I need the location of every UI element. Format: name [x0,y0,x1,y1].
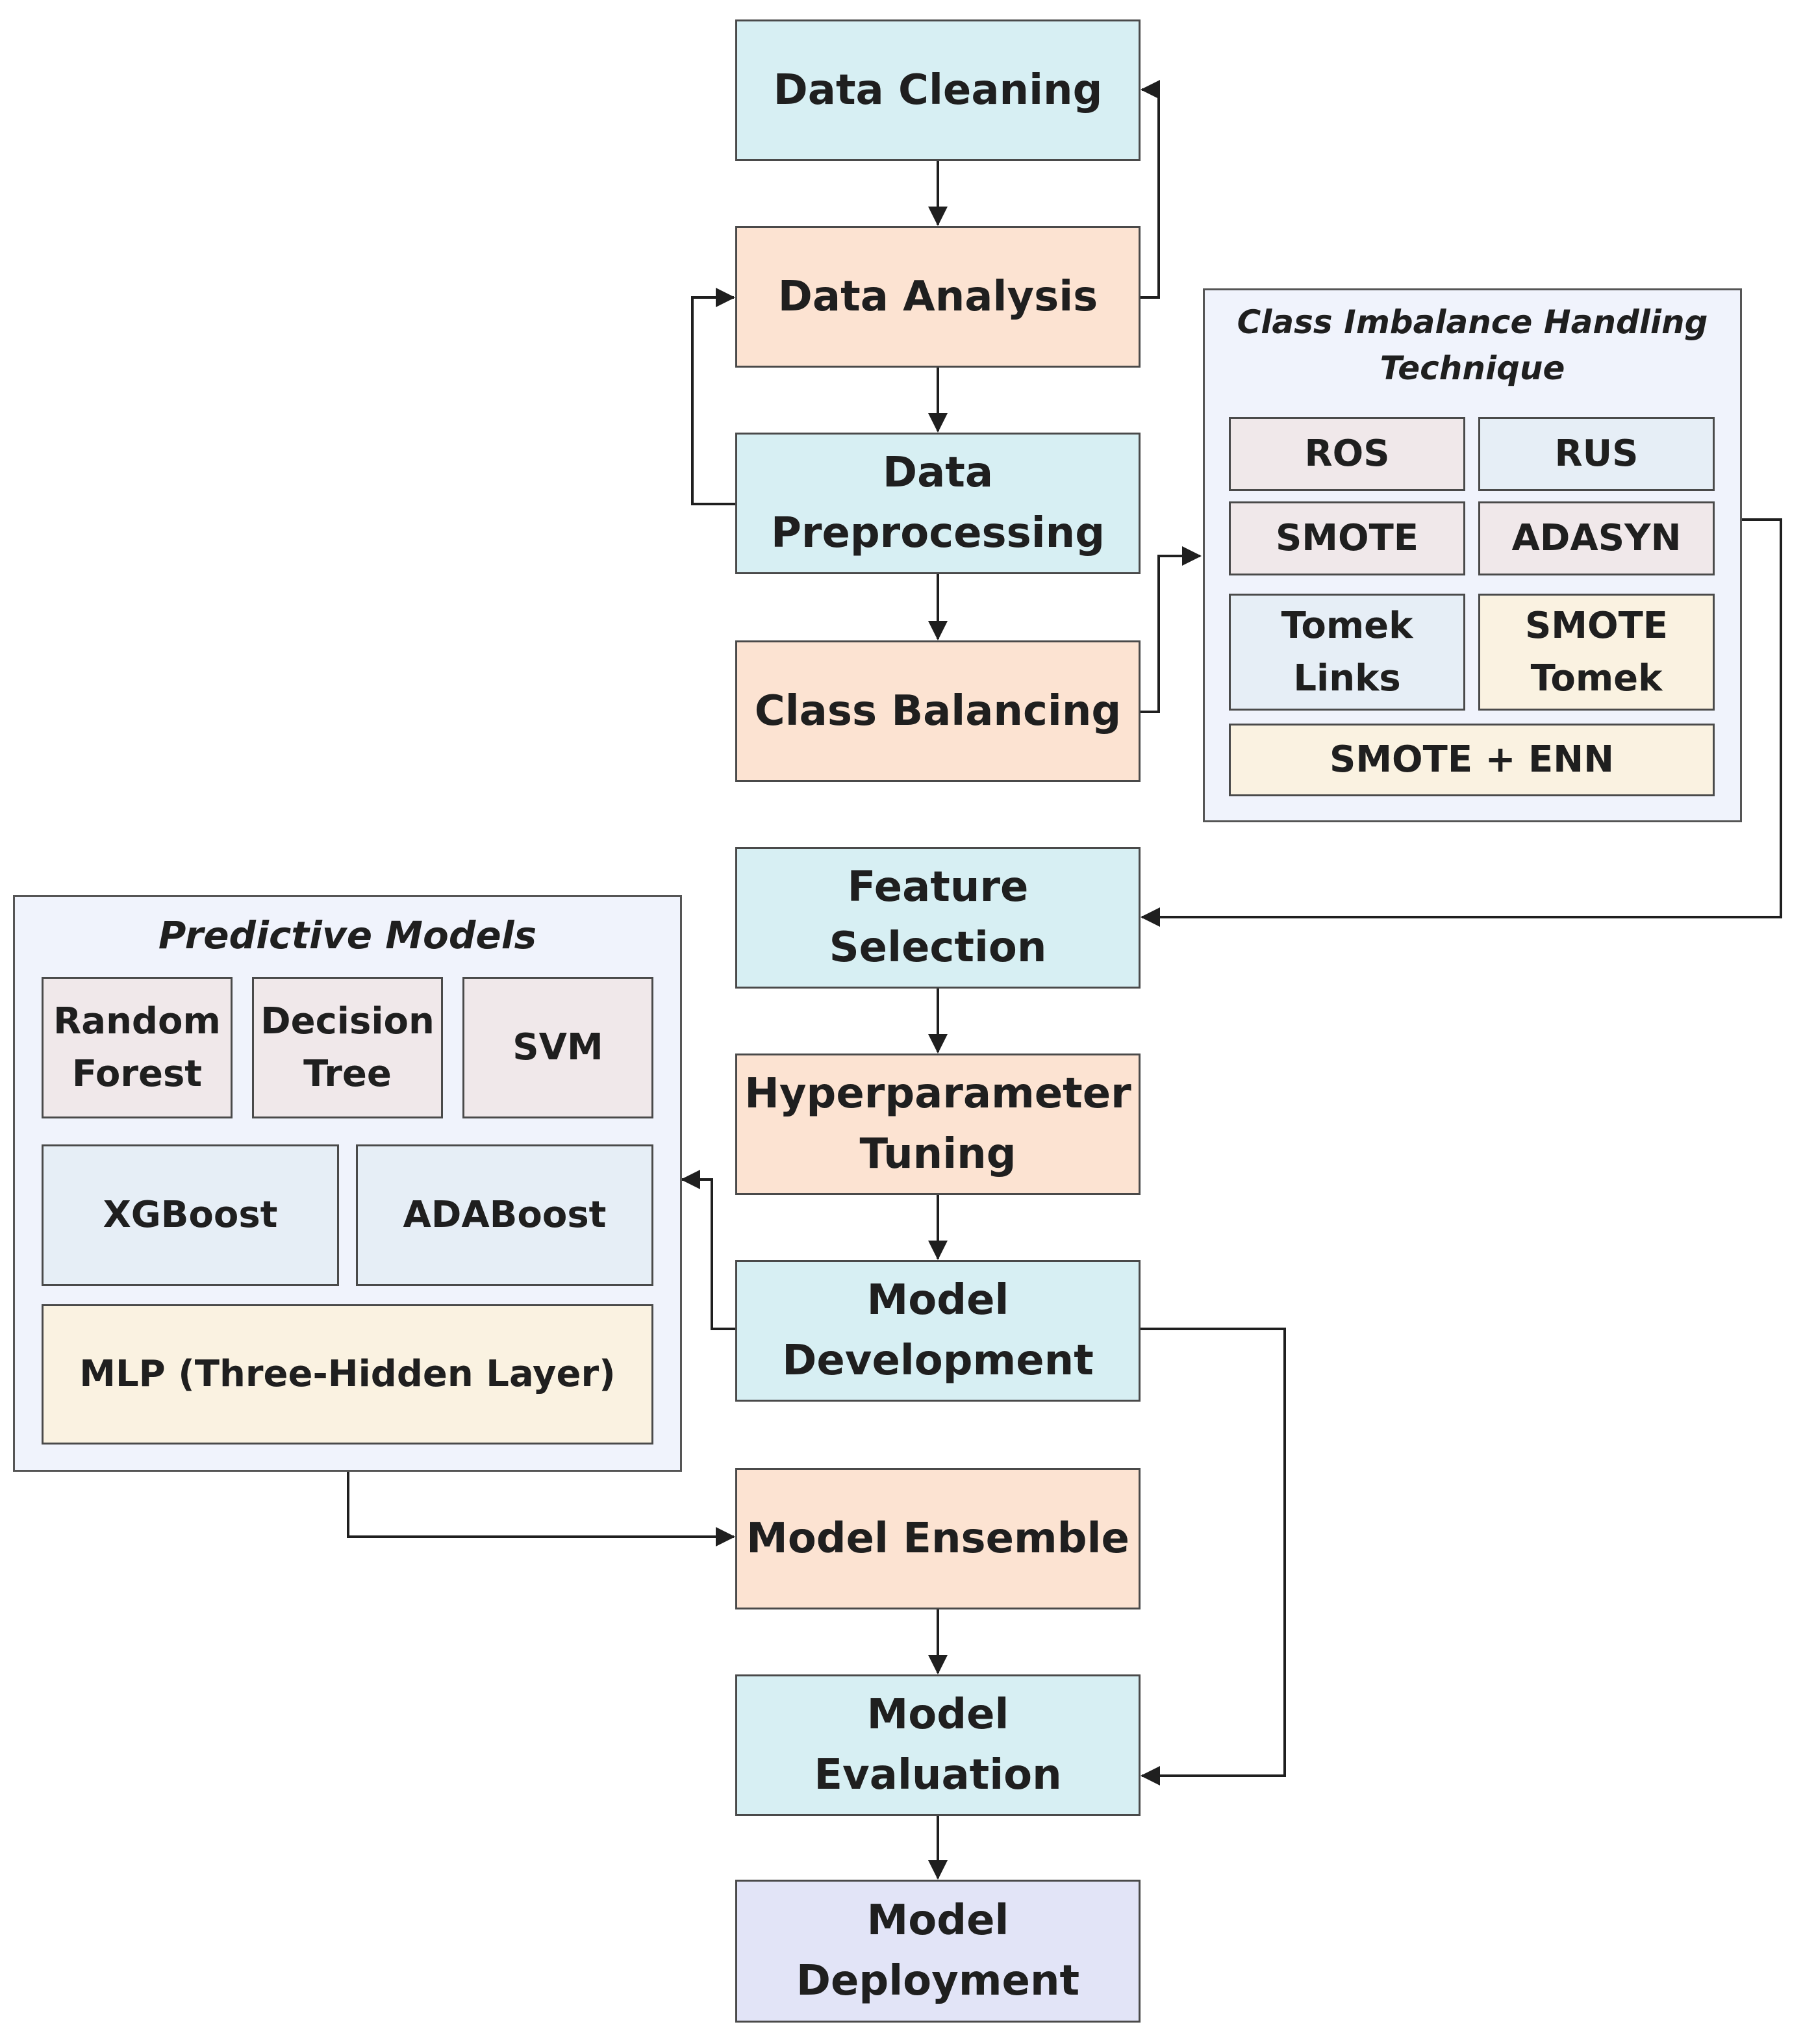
step-label: Class Balancing [754,687,1122,735]
step-feature-selection[interactable]: Feature Selection [735,847,1141,989]
panel-title-line: Class Imbalance Handling [1237,303,1708,341]
model-label: SVM [512,1026,603,1068]
technique-adasyn[interactable]: ADASYN [1478,501,1715,575]
model-svm[interactable]: SVM [462,977,653,1118]
step-model-ensemble[interactable]: Model Ensemble [735,1468,1141,1609]
technique-rus[interactable]: RUS [1478,417,1715,491]
technique-label: RUS [1554,432,1639,475]
technique-label: SMOTE + ENN [1329,738,1615,781]
panel-title-line: Technique [1380,349,1565,387]
model-label-line: Random [53,1000,221,1042]
step-model-development[interactable]: Model Development [735,1260,1141,1402]
step-data-cleaning[interactable]: Data Cleaning [735,19,1141,161]
arrow-techniques-to-feature-selection [1141,518,1782,927]
arrow-preprocessing-back-to-analysis [691,288,737,505]
technique-label-line: Links [1293,657,1401,700]
step-label-line: Tuning [859,1130,1016,1178]
technique-label-line: Tomek [1281,604,1413,647]
model-label-line: Decision [260,1000,435,1042]
technique-ros[interactable]: ROS [1229,417,1465,491]
arrow-development-to-evaluation [1139,1328,1286,1785]
step-label-line: Model [866,1897,1009,1945]
step-label: Data Analysis [777,272,1098,321]
step-label: Model Ensemble [746,1514,1129,1563]
step-data-analysis[interactable]: Data Analysis [735,226,1141,368]
step-label: Data Cleaning [773,66,1103,114]
technique-smote-enn[interactable]: SMOTE + ENN [1229,724,1715,796]
panel-title-text: Predictive Models [158,913,537,957]
technique-smote-tomek[interactable]: SMOTE Tomek [1478,594,1715,711]
step-model-deployment[interactable]: Model Deployment [735,1880,1141,2023]
model-label: MLP (Three-Hidden Layer) [79,1352,616,1395]
technique-label: ADASYN [1511,516,1682,559]
step-class-balancing[interactable]: Class Balancing [735,640,1141,782]
step-label-line: Hyperparameter [744,1070,1131,1118]
technique-tomek-links[interactable]: Tomek Links [1229,594,1465,711]
model-random-forest[interactable]: Random Forest [42,977,233,1118]
technique-label-line: Tomek [1530,657,1663,700]
technique-label-line: SMOTE [1524,604,1669,647]
predictive-models-panel-title: Predictive Models [15,911,680,960]
technique-label: ROS [1304,432,1390,475]
step-label-line: Preprocessing [770,509,1105,557]
step-label-line: Model [866,1691,1009,1739]
step-label-line: Evaluation [814,1751,1062,1799]
step-hyperparameter-tuning[interactable]: Hyperparameter Tuning [735,1054,1141,1195]
arrow-balancing-to-techniques [1139,546,1202,713]
model-mlp[interactable]: MLP (Three-Hidden Layer) [42,1304,653,1445]
arrow-analysis-back-to-cleaning [1139,80,1160,299]
model-label: ADABoost [403,1193,607,1236]
model-xgboost[interactable]: XGBoost [42,1144,339,1286]
technique-label: SMOTE [1275,516,1419,559]
arrow-development-to-models [681,1170,737,1330]
model-label-line: Tree [303,1053,392,1095]
technique-smote[interactable]: SMOTE [1229,501,1465,575]
step-label-line: Data [882,449,994,498]
step-model-evaluation[interactable]: Model Evaluation [735,1674,1141,1816]
step-label-line: Development [782,1337,1094,1385]
arrow-models-to-ensemble [347,1467,735,1546]
step-label-line: Model [866,1276,1009,1325]
step-label: Feature Selection [829,863,1047,972]
step-data-preprocessing[interactable]: Data Preprocessing [735,433,1141,574]
model-label: XGBoost [103,1193,278,1236]
model-decision-tree[interactable]: Decision Tree [252,977,443,1118]
class-imbalance-panel-title: Class Imbalance Handling Technique [1205,299,1740,392]
model-adaboost[interactable]: ADABoost [356,1144,653,1286]
model-label-line: Forest [71,1053,203,1095]
step-label-line: Deployment [796,1957,1080,2005]
